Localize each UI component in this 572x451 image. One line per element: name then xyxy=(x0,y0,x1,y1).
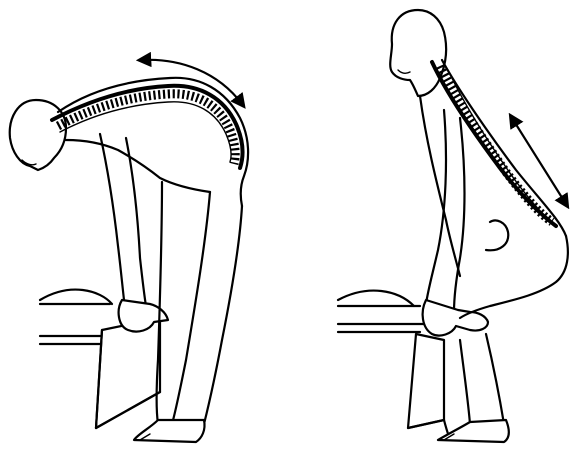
right-hand xyxy=(423,300,488,336)
left-head xyxy=(10,100,66,170)
left-panel-bent-lift xyxy=(10,60,248,442)
right-box xyxy=(408,334,444,428)
right-spine xyxy=(432,62,556,226)
left-box xyxy=(96,318,160,428)
left-foot xyxy=(134,420,205,442)
right-foot xyxy=(438,420,509,442)
right-head xyxy=(390,10,446,96)
right-panel-squat-lift xyxy=(338,10,568,442)
